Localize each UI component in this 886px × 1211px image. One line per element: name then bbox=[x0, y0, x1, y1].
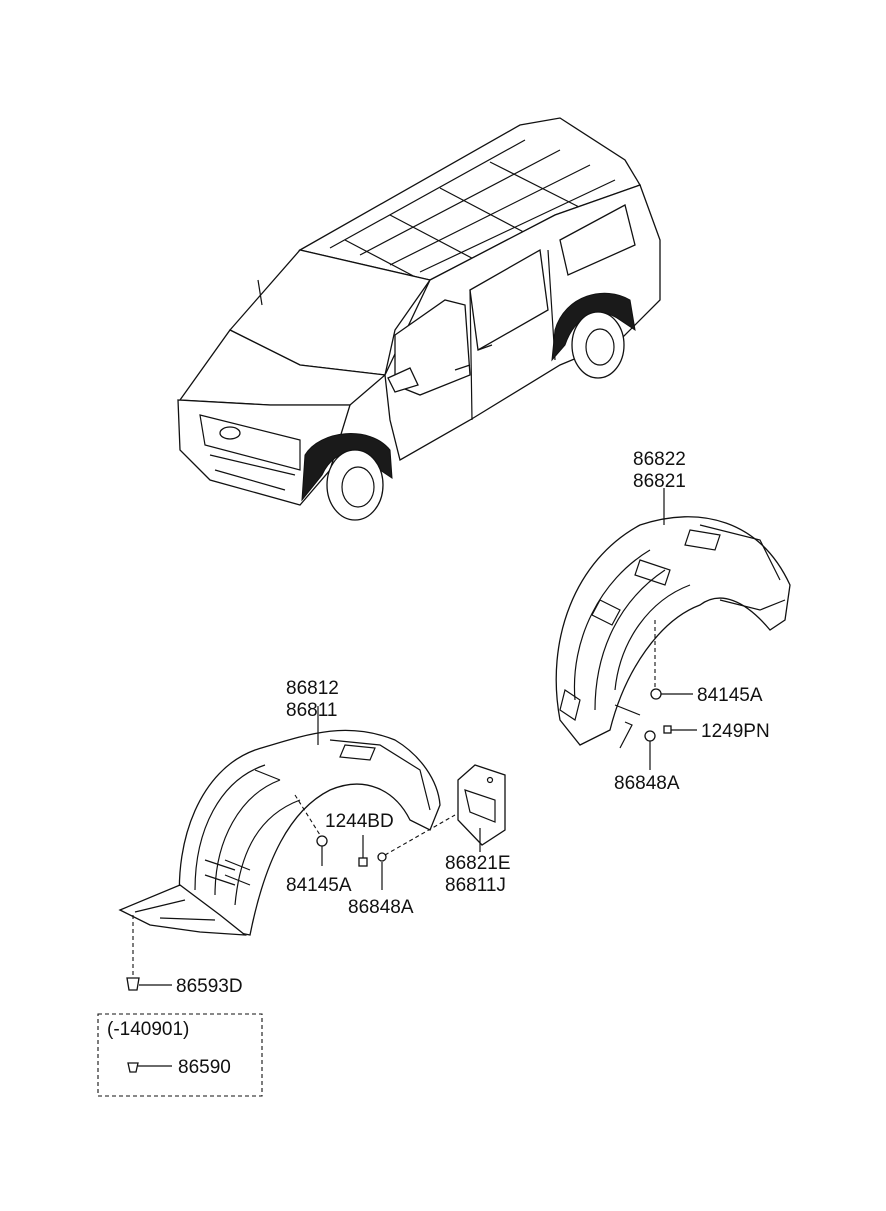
rear-wheel-liner bbox=[555, 516, 791, 746]
label-86821e: 86821E bbox=[445, 853, 511, 874]
label-rear-84145a: 84145A bbox=[697, 685, 763, 706]
van-illustration bbox=[177, 117, 661, 521]
front-nut-icon bbox=[316, 835, 328, 847]
mirror-icon bbox=[387, 367, 419, 393]
front-wheel-liner bbox=[118, 729, 441, 936]
rear-clip-icon bbox=[644, 730, 656, 742]
label-rear-86848a: 86848A bbox=[614, 773, 680, 794]
label-86811: 86811 bbox=[286, 700, 337, 721]
rear-screw-icon bbox=[663, 725, 672, 734]
rear-liner-highlight bbox=[551, 292, 636, 362]
front-bolt-icon bbox=[358, 857, 368, 867]
label-86812: 86812 bbox=[286, 678, 339, 699]
label-1249pn: 1249PN bbox=[701, 721, 770, 742]
inset-box bbox=[97, 1013, 263, 1097]
label-86590: 86590 bbox=[178, 1057, 231, 1078]
label-front-86848a: 86848A bbox=[348, 897, 414, 918]
badge-icon bbox=[219, 426, 241, 440]
front-clip-icon bbox=[377, 852, 387, 862]
front-fastener-icon bbox=[126, 977, 140, 991]
front-wheel bbox=[326, 449, 384, 521]
rear-wheel bbox=[571, 311, 625, 379]
label-front-84145a: 84145A bbox=[286, 875, 352, 896]
inset-fastener-icon bbox=[127, 1062, 139, 1073]
label-86811j: 86811J bbox=[445, 875, 506, 896]
label-86821: 86821 bbox=[633, 471, 686, 492]
front-liner-highlight bbox=[301, 433, 393, 502]
label-1244bd: 1244BD bbox=[325, 811, 394, 832]
rear-nut-icon bbox=[650, 688, 662, 700]
label-86593d: 86593D bbox=[176, 976, 243, 997]
mud-flap bbox=[457, 764, 506, 846]
label-inset-date: (-140901) bbox=[107, 1019, 189, 1040]
label-86822: 86822 bbox=[633, 449, 686, 470]
